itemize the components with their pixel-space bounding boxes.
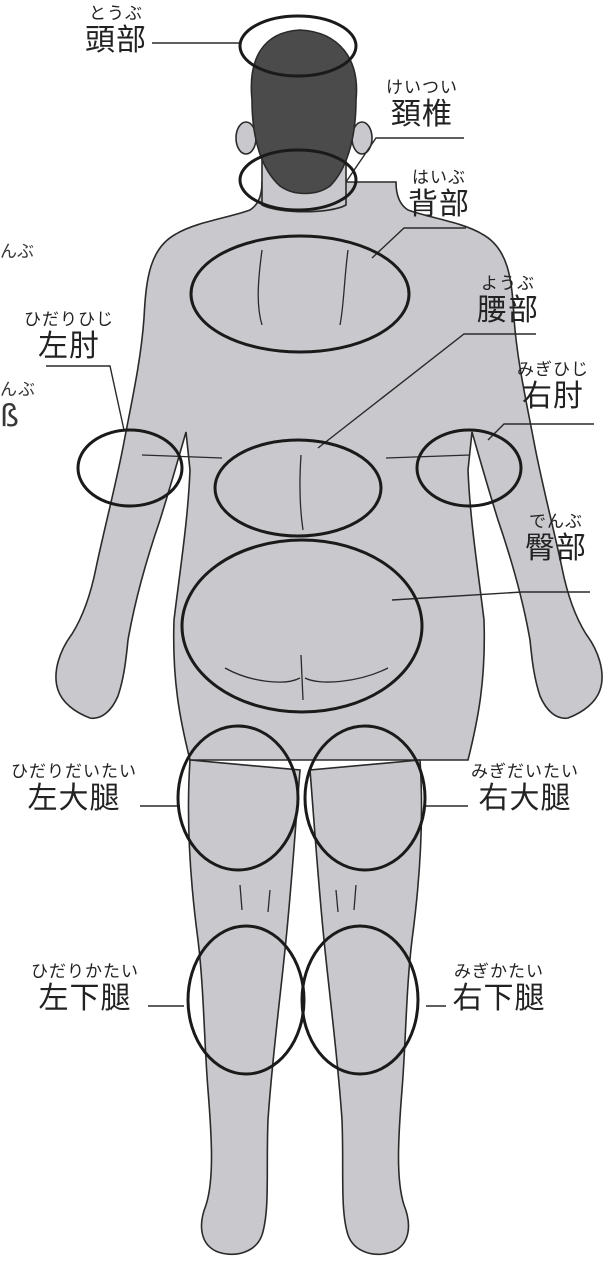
label-cervical-ruby: けいつい xyxy=(376,80,468,97)
label-left-lower-leg-ruby: ひだりかたい xyxy=(22,964,148,981)
label-right-lower-leg-kanji: 右下腿 xyxy=(440,984,558,1014)
label-left-thigh-kanji: 左大腿 xyxy=(4,784,144,814)
label-cervical: けいつい 頚椎 xyxy=(376,80,468,130)
label-left-elbow-kanji: 左肘 xyxy=(14,332,124,362)
label-cervical-kanji: 頚椎 xyxy=(376,100,468,130)
label-left-lower-leg-kanji: 左下腿 xyxy=(22,984,148,1014)
label-lower-back: ようぶ 腰部 xyxy=(470,276,546,326)
edge-fragment-mid-kanji: ß xyxy=(0,402,36,432)
label-right-thigh-ruby: みぎだいたい xyxy=(458,764,592,781)
label-right-thigh-kanji: 右大腿 xyxy=(458,784,592,814)
left-leg-shape xyxy=(188,760,300,1254)
label-back: はいぶ 背部 xyxy=(402,170,476,220)
label-back-kanji: 背部 xyxy=(402,190,476,220)
right-leg-shape xyxy=(310,760,422,1254)
edge-fragment-top: んぶ xyxy=(0,244,34,261)
label-right-elbow-kanji: 右肘 xyxy=(502,382,604,412)
body-silhouette xyxy=(56,30,602,1254)
label-right-elbow-ruby: みぎひじ xyxy=(502,362,604,379)
label-left-thigh-ruby: ひだりだいたい xyxy=(4,764,144,781)
label-buttocks: でんぶ 臀部 xyxy=(514,514,598,564)
label-right-lower-leg: みぎかたい 右下腿 xyxy=(440,964,558,1014)
label-left-thigh: ひだりだいたい 左大腿 xyxy=(4,764,144,814)
label-right-elbow: みぎひじ 右肘 xyxy=(502,362,604,412)
head-hair xyxy=(251,30,356,194)
edge-fragment-mid: んぶ ß xyxy=(0,382,36,432)
label-head-kanji: 頭部 xyxy=(78,26,154,56)
label-left-elbow-ruby: ひだりひじ xyxy=(14,312,124,329)
edge-fragment-top-text: んぶ xyxy=(0,242,34,262)
label-head-ruby: とうぶ xyxy=(78,6,154,23)
leader-left-elbow xyxy=(46,366,124,430)
label-right-lower-leg-ruby: みぎかたい xyxy=(440,964,558,981)
label-left-lower-leg: ひだりかたい 左下腿 xyxy=(22,964,148,1014)
label-right-thigh: みぎだいたい 右大腿 xyxy=(458,764,592,814)
label-head: とうぶ 頭部 xyxy=(78,6,154,56)
label-back-ruby: はいぶ xyxy=(402,170,476,187)
label-buttocks-kanji: 臀部 xyxy=(514,534,598,564)
label-buttocks-ruby: でんぶ xyxy=(514,514,598,531)
edge-fragment-mid-ruby: んぶ xyxy=(0,382,36,399)
label-lower-back-ruby: ようぶ xyxy=(470,276,546,293)
label-left-elbow: ひだりひじ 左肘 xyxy=(14,312,124,362)
label-lower-back-kanji: 腰部 xyxy=(470,296,546,326)
